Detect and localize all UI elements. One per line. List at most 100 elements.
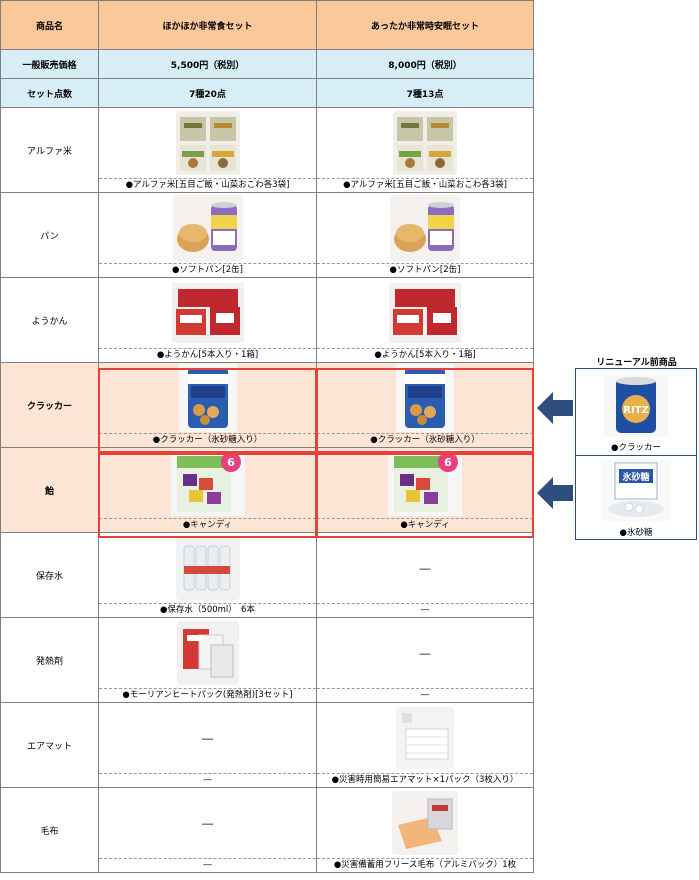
row-cracker: クラッカー ●クラッカー（氷砂糖入り） ●クラッカー（氷砂糖入り） xyxy=(0,362,534,448)
item-caption: ●キャンディ xyxy=(99,518,316,532)
arrow-left-icon xyxy=(537,392,573,424)
cell-set-b: ― ― xyxy=(316,617,534,703)
item-caption: ― xyxy=(317,603,533,617)
price-set-a: 5,500円（税別） xyxy=(98,49,317,79)
bread-can-image xyxy=(390,195,460,261)
row-yokan: ようかん ●ようかん[5本入り・1箱] ●ようかん[5本入り・1箱] xyxy=(0,277,534,363)
air-mat-image xyxy=(396,707,454,769)
item-caption: ●キャンディ xyxy=(317,518,533,532)
header-row: 商品名 ほかほか非常食セット あったか非常時安眠セット xyxy=(0,0,534,50)
count-set-b: 7種13点 xyxy=(316,78,534,108)
item-caption: ●ようかん[5本入り・1箱] xyxy=(99,348,316,362)
cell-set-a: ●アルファ米[五目ご飯・山菜おこわ各3袋] xyxy=(98,107,317,193)
item-name: 保存水 xyxy=(0,532,99,618)
cell-set-a: ― ― xyxy=(98,787,317,873)
item-name: アルファ米 xyxy=(0,107,99,193)
item-caption: ●モーリアンヒートパック(発熱剤)[3セット] xyxy=(99,688,316,702)
item-caption: ●ソフトパン[2缶] xyxy=(99,263,316,277)
row-bread: パン ●ソフトパン[2缶] ●ソフトパン[2缶] xyxy=(0,192,534,278)
cracker-can-image xyxy=(178,364,237,432)
alpha-rice-image xyxy=(393,111,457,175)
sugar-logo-text: 氷砂糖 xyxy=(621,471,649,483)
row-blanket: 毛布 ― ― ●災害備蓄用フリース毛布（アルミパック）1枚 xyxy=(0,787,534,873)
candy-bag-image: 6 xyxy=(388,450,462,516)
empty-value: ― xyxy=(202,816,213,830)
alpha-rice-image xyxy=(175,111,240,175)
cell-set-a: ― ― xyxy=(98,702,317,788)
renewal-title: リニューアル前商品 xyxy=(596,358,677,368)
count-set-a: 7種20点 xyxy=(98,78,317,108)
row-candy: 飴 6 ●キャンディ 6 ●キャンディ xyxy=(0,447,534,533)
cell-set-b: ― ― xyxy=(316,532,534,618)
candy-badge: 6 xyxy=(227,456,235,469)
count-row: セット点数 7種20点 7種13点 xyxy=(0,78,534,108)
cracker-can-image xyxy=(396,364,454,432)
yokan-box-image xyxy=(171,283,244,343)
item-caption: ●アルファ米[五目ご飯・山菜おこわ各3袋] xyxy=(317,178,533,192)
price-row: 一般販売価格 5,500円（税別） 8,000円（税別） xyxy=(0,49,534,79)
item-caption: ●クラッカー（氷砂糖入り） xyxy=(317,433,533,447)
price-set-b: 8,000円（税別） xyxy=(316,49,534,79)
item-caption: ●クラッカー（氷砂糖入り） xyxy=(99,433,316,447)
water-bottles-image xyxy=(175,536,240,600)
comparison-table: 商品名 ほかほか非常食セット あったか非常時安眠セット 一般販売価格 5,500… xyxy=(0,0,534,873)
renewal-caption: ●氷砂糖 xyxy=(619,528,653,538)
renewal-caption: ●クラッカー xyxy=(611,443,661,453)
item-name: クラッカー xyxy=(0,362,99,448)
cell-set-b: ●ようかん[5本入り・1箱] xyxy=(316,277,534,363)
yokan-box-image xyxy=(389,283,461,343)
row-heat-pack: 発熱剤 ●モーリアンヒートパック(発熱剤)[3セット] ― ― xyxy=(0,617,534,703)
renewal-item-cracker: RITZ xyxy=(576,375,696,440)
item-caption: ●災害備蓄用フリース毛布（アルミパック）1枚 xyxy=(317,858,533,872)
item-caption: ― xyxy=(317,688,533,702)
price-label: 一般販売価格 xyxy=(0,49,99,79)
item-caption: ― xyxy=(99,773,316,787)
cell-set-a: 6 ●キャンディ xyxy=(98,447,317,533)
heat-pack-image xyxy=(176,621,239,685)
arrow-left-icon xyxy=(537,477,573,509)
empty-value: ― xyxy=(419,561,431,575)
cell-set-a: ●モーリアンヒートパック(発熱剤)[3セット] xyxy=(98,617,317,703)
cell-set-b: ●災害備蓄用フリース毛布（アルミパック）1枚 xyxy=(316,787,534,873)
header-set-b: あったか非常時安眠セット xyxy=(316,0,534,50)
item-name: 毛布 xyxy=(0,787,99,873)
empty-value: ― xyxy=(202,731,213,745)
renewal-item-sugar: 氷砂糖 xyxy=(576,459,696,524)
item-name: パン xyxy=(0,192,99,278)
cell-set-b: ●ソフトパン[2缶] xyxy=(316,192,534,278)
item-name: ようかん xyxy=(0,277,99,363)
item-caption: ●アルファ米[五目ご飯・山菜おこわ各3袋] xyxy=(99,178,316,192)
cell-set-a: ●ソフトパン[2缶] xyxy=(98,192,317,278)
item-caption: ― xyxy=(99,858,316,872)
candy-bag-image: 6 xyxy=(170,450,245,516)
empty-value: ― xyxy=(419,646,431,660)
cell-set-a: ●クラッカー（氷砂糖入り） xyxy=(98,362,317,448)
header-label: 商品名 xyxy=(0,0,99,50)
count-label: セット点数 xyxy=(0,78,99,108)
cell-set-a: ●ようかん[5本入り・1箱] xyxy=(98,277,317,363)
cell-set-a: ●保存水（500ml） 6本 xyxy=(98,532,317,618)
cell-set-b: ●クラッカー（氷砂糖入り） xyxy=(316,362,534,448)
row-alpha-rice: アルファ米 ●アルファ米[五目ご飯・山菜おこわ各3袋] ●アルファ米[五目 xyxy=(0,107,534,193)
item-caption: ●ソフトパン[2缶] xyxy=(317,263,533,277)
row-water: 保存水 ●保存水（500ml） 6本 ― ― xyxy=(0,532,534,618)
cell-set-b: ●アルファ米[五目ご飯・山菜おこわ各3袋] xyxy=(316,107,534,193)
item-name: 発熱剤 xyxy=(0,617,99,703)
cell-set-b: 6 ●キャンディ xyxy=(316,447,534,533)
item-name: エアマット xyxy=(0,702,99,788)
ritz-logo-text: RITZ xyxy=(623,405,649,416)
renewal-divider xyxy=(576,455,696,456)
item-caption: ●災害時用簡易エアマット×1パック（3枚入り） xyxy=(317,773,533,787)
bread-can-image xyxy=(172,195,243,261)
item-name: 飴 xyxy=(0,447,99,533)
header-set-a: ほかほか非常食セット xyxy=(98,0,317,50)
candy-badge: 6 xyxy=(444,456,452,469)
blanket-image xyxy=(392,791,458,855)
item-caption: ●保存水（500ml） 6本 xyxy=(99,603,316,617)
item-caption: ●ようかん[5本入り・1箱] xyxy=(317,348,533,362)
ritz-can-image: RITZ xyxy=(604,375,668,437)
row-air-mat: エアマット ― ― ●災害時用簡易エアマット×1パック（3枚入り） xyxy=(0,702,534,788)
renewal-panel: RITZ ●クラッカー 氷砂糖 ●氷砂糖 xyxy=(575,368,697,540)
rock-sugar-image: 氷砂糖 xyxy=(601,459,671,521)
cell-set-b: ●災害時用簡易エアマット×1パック（3枚入り） xyxy=(316,702,534,788)
